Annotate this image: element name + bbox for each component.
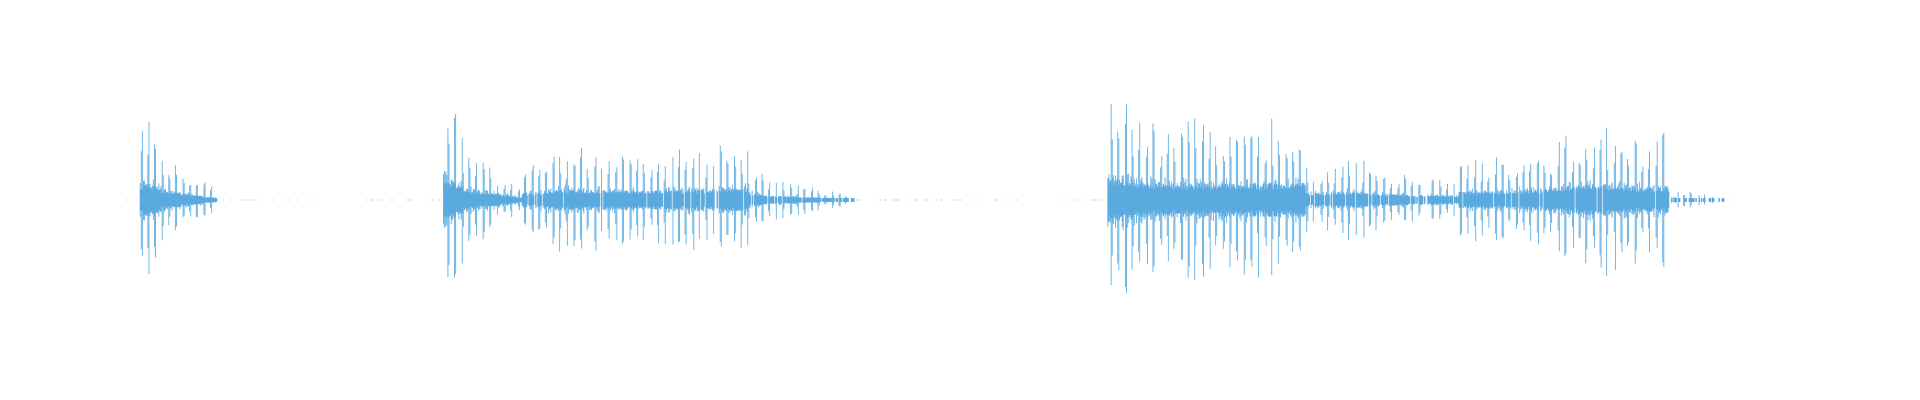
waveform-samples (126, 104, 1735, 294)
